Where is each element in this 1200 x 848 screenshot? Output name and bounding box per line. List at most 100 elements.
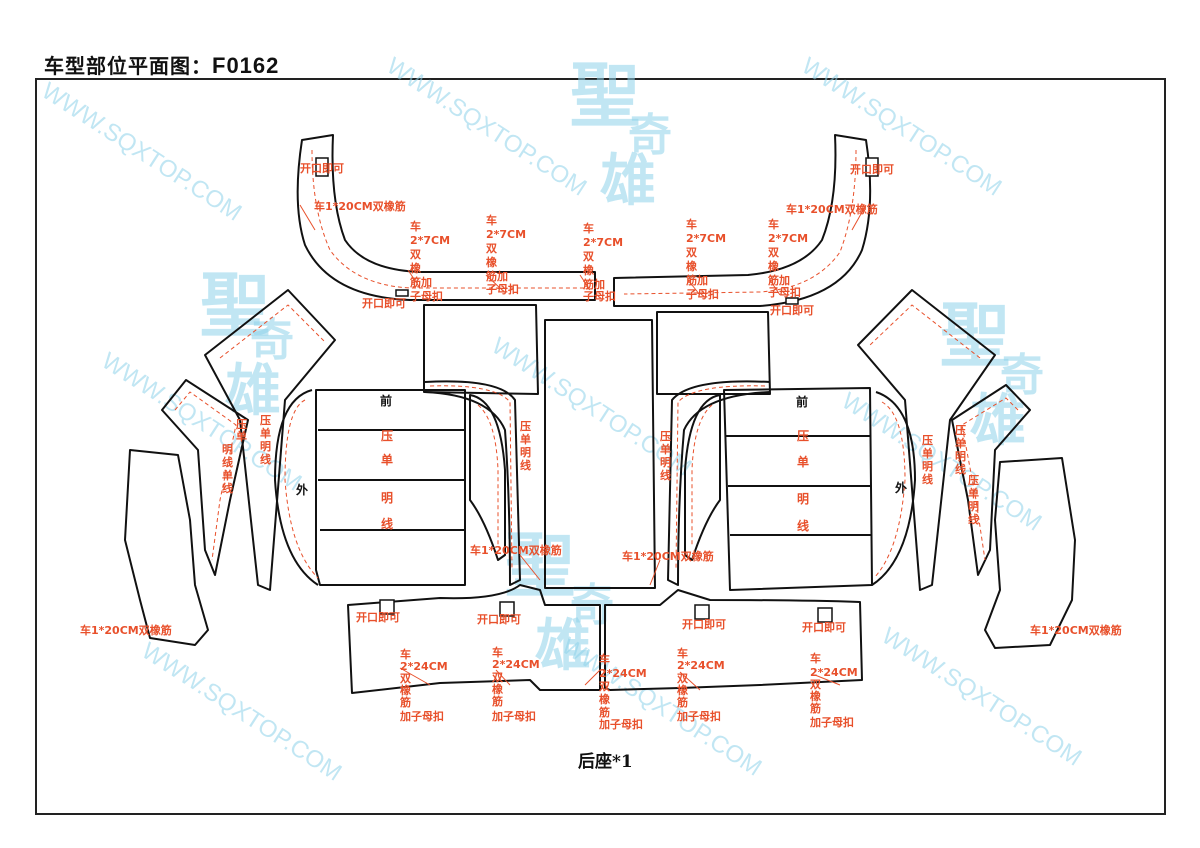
annotation-band: 车1*20CM双橡筋 [470, 543, 562, 557]
svg-text:车: 车 [599, 652, 610, 666]
annotation-open: 开口即可 [682, 618, 726, 631]
left-narrow-wing-piece [161, 379, 249, 576]
page-title: 车型部位平面图：F0162 [44, 50, 279, 79]
svg-text:2*24CM: 2*24CM [400, 660, 448, 673]
svg-text:加子母扣: 加子母扣 [676, 709, 721, 723]
annotation-press-line: 压 单 明 线 [955, 423, 966, 476]
annotation-24cm-2: 车 2*24CM 双 橡 筋 加子母扣 [491, 645, 540, 723]
watermark-logo-char: 聖 [505, 524, 575, 607]
watermark-logo-char: 雄 [970, 388, 1026, 454]
annotation-open: 开口即可 [477, 613, 521, 626]
svg-text:压: 压 [660, 429, 671, 443]
annotation-24cm-1: 车 2*24CM 双 橡 筋 加子母扣 [399, 647, 448, 723]
watermark-logo-char: 雄 [535, 613, 591, 679]
svg-text:筋加: 筋加 [409, 275, 432, 289]
svg-text:2*7CM: 2*7CM [686, 232, 726, 245]
svg-text:单: 单 [968, 486, 979, 500]
opening-slot [817, 607, 833, 623]
svg-text:子母扣: 子母扣 [686, 287, 719, 301]
svg-text:双: 双 [492, 671, 503, 684]
annotation-band: 车1*20CM双橡筋 [622, 549, 714, 563]
svg-text:单: 单 [520, 432, 531, 446]
left-outer-wing-piece [204, 289, 336, 591]
annotation-open: 开口即可 [356, 611, 400, 624]
watermark-logo-char: 雄 [600, 148, 656, 214]
svg-text:加子母扣: 加子母扣 [809, 715, 854, 729]
watermark-url: WWW.SQXTOP.COM [877, 622, 1087, 771]
svg-text:车: 车 [492, 645, 503, 659]
annotation-24cm-4: 车 2*24CM 双 橡 筋 加子母扣 [676, 646, 725, 723]
cushion-label: 单 [797, 454, 809, 469]
annotation-band: 车1*20CM双橡筋 [1030, 623, 1122, 637]
watermark-url: WWW.SQXTOP.COM [137, 637, 347, 786]
right-bottom-side-piece [984, 457, 1076, 649]
watermark-layer: WWW.SQXTOP.COM WWW.SQXTOP.COM WWW.SQXTOP… [37, 52, 1087, 786]
cushion-label: 压 [381, 429, 393, 443]
cushion-label: 明 [381, 491, 393, 505]
right-outer-wing-piece [857, 289, 996, 591]
opening-slot [785, 297, 799, 305]
center-back-panel [544, 319, 656, 589]
cushion-label: 线 [381, 516, 393, 531]
svg-text:2*24CM: 2*24CM [492, 658, 540, 671]
title-code: F0162 [212, 53, 280, 78]
svg-text:线: 线 [222, 455, 233, 469]
right-seat-cushion [667, 380, 916, 591]
svg-text:车: 车 [810, 651, 821, 665]
annotation-7cm-5: 车 2*7CM 双 橡 筋加 子母扣 [767, 217, 808, 299]
svg-text:线: 线 [922, 472, 933, 486]
svg-text:2*7CM: 2*7CM [410, 234, 450, 247]
svg-text:明: 明 [260, 440, 271, 453]
cushion-label: 压 [797, 429, 809, 443]
svg-text:子母扣: 子母扣 [768, 285, 801, 299]
label-outer: 外 [895, 480, 907, 495]
annotation-press-line: 压 单 明 线 [660, 429, 671, 482]
annotation-7cm-1: 车 2*7CM 双 橡 筋加 子母扣 [409, 219, 450, 303]
svg-text:子母扣: 子母扣 [583, 289, 616, 303]
left-seat-cushion [274, 380, 521, 586]
center-right-strip [656, 311, 771, 395]
annotation-open: 开口即可 [300, 162, 344, 175]
svg-text:筋: 筋 [399, 695, 411, 709]
svg-text:线: 线 [660, 468, 671, 482]
svg-text:筋: 筋 [809, 701, 821, 715]
annotation-7cm-2: 车 2*7CM 双 橡 筋加 子母扣 [485, 213, 526, 296]
annotation-press-line: 压 单 明 线 [260, 413, 271, 466]
svg-text:车: 车 [583, 221, 594, 235]
svg-text:明: 明 [520, 446, 531, 459]
svg-text:2*24CM: 2*24CM [810, 666, 858, 679]
svg-text:橡: 橡 [677, 683, 688, 697]
watermark-logo-char: 奇 [1000, 350, 1044, 401]
svg-text:车: 车 [400, 647, 411, 661]
annotation-press-line: 压 单 明 线 [968, 473, 979, 526]
opening-slot [315, 157, 329, 177]
svg-text:双: 双 [677, 672, 688, 685]
annotation-24cm-3: 车 2*24CM 双 橡 筋 加子母扣 [598, 652, 647, 731]
opening-slot [499, 601, 515, 617]
svg-text:子母扣: 子母扣 [486, 282, 519, 296]
svg-text:压: 压 [968, 473, 979, 487]
svg-text:车: 车 [677, 646, 688, 660]
svg-text:橡: 橡 [810, 689, 821, 703]
watermark-url: WWW.SQXTOP.COM [797, 52, 1007, 201]
svg-text:双: 双 [768, 246, 779, 259]
svg-text:线: 线 [968, 512, 979, 526]
watermark-logo-char: 奇 [250, 315, 294, 366]
watermark-logo-char: 聖 [570, 54, 640, 137]
svg-text:压: 压 [955, 423, 966, 437]
watermark-logo-char: 奇 [628, 110, 672, 161]
svg-text:2*7CM: 2*7CM [486, 228, 526, 241]
svg-text:橡: 橡 [583, 263, 594, 277]
diagram-caption: 后座*1 [578, 751, 633, 772]
annotation-open: 开口即可 [770, 304, 814, 317]
annotation-open: 开口即可 [362, 297, 406, 310]
svg-text:双: 双 [810, 678, 821, 691]
left-bottom-side-piece [124, 449, 209, 646]
label-front: 前 [380, 393, 392, 408]
annotation-24cm-5: 车 2*24CM 双 橡 筋 加子母扣 [809, 651, 858, 729]
cushion-label: 线 [797, 518, 809, 533]
svg-text:橡: 橡 [768, 259, 779, 273]
watermark-logo-char: 聖 [200, 264, 270, 347]
svg-text:筋加: 筋加 [685, 273, 708, 287]
